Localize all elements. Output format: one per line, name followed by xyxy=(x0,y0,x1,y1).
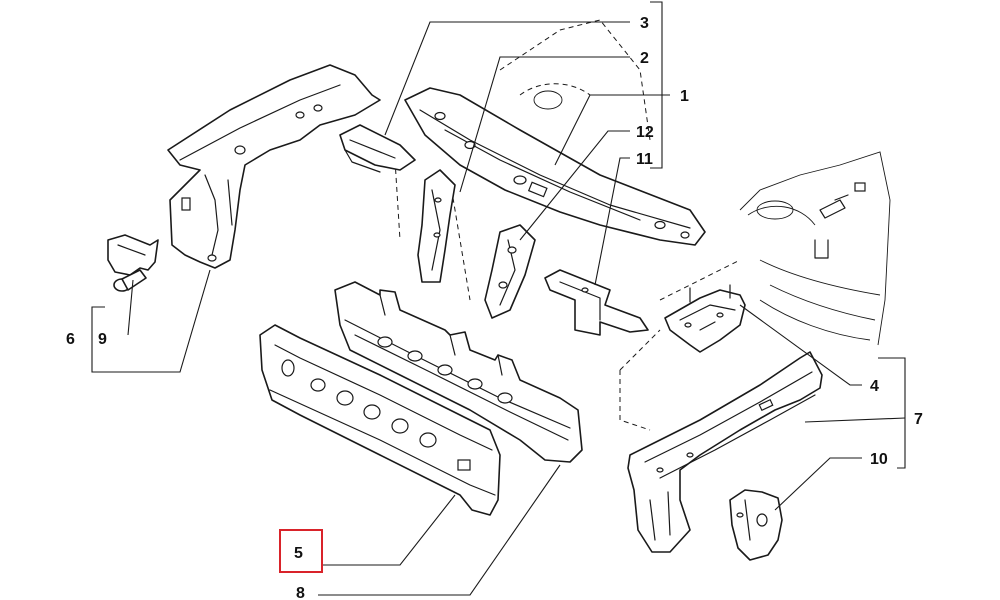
callout-12: 12 xyxy=(636,124,654,141)
callout-11: 11 xyxy=(636,151,653,168)
callout-2: 2 xyxy=(640,50,649,67)
part-right-side-member xyxy=(627,351,823,553)
callout-6: 6 xyxy=(66,331,75,348)
part-vertical-bracket xyxy=(417,169,456,283)
callout-4: 4 xyxy=(870,378,879,395)
callout-7: 7 xyxy=(914,411,923,428)
callout-10: 10 xyxy=(870,451,888,468)
part-right-wheel-house xyxy=(619,151,891,431)
part-upper-cross-member xyxy=(404,87,706,246)
callout-3: 3 xyxy=(640,15,649,32)
callout-9: 9 xyxy=(98,331,107,348)
callout-8: 8 xyxy=(296,585,305,600)
part-upper-center-bracket xyxy=(339,124,416,173)
part-gusset xyxy=(729,489,783,561)
part-angled-bracket xyxy=(484,224,536,319)
part-bolt-bracket xyxy=(107,234,159,292)
part-left-side-member xyxy=(167,64,381,269)
leader-lines xyxy=(91,1,906,596)
part-lower-cross-member xyxy=(334,281,583,463)
part-right-small-bracket xyxy=(664,284,746,353)
callout-5: 5 xyxy=(294,545,303,562)
part-bumper-beam xyxy=(259,324,501,516)
part-support-plate xyxy=(544,269,649,336)
highlight-box xyxy=(279,529,323,573)
body-structure-background xyxy=(394,19,651,301)
callout-1: 1 xyxy=(680,88,689,105)
